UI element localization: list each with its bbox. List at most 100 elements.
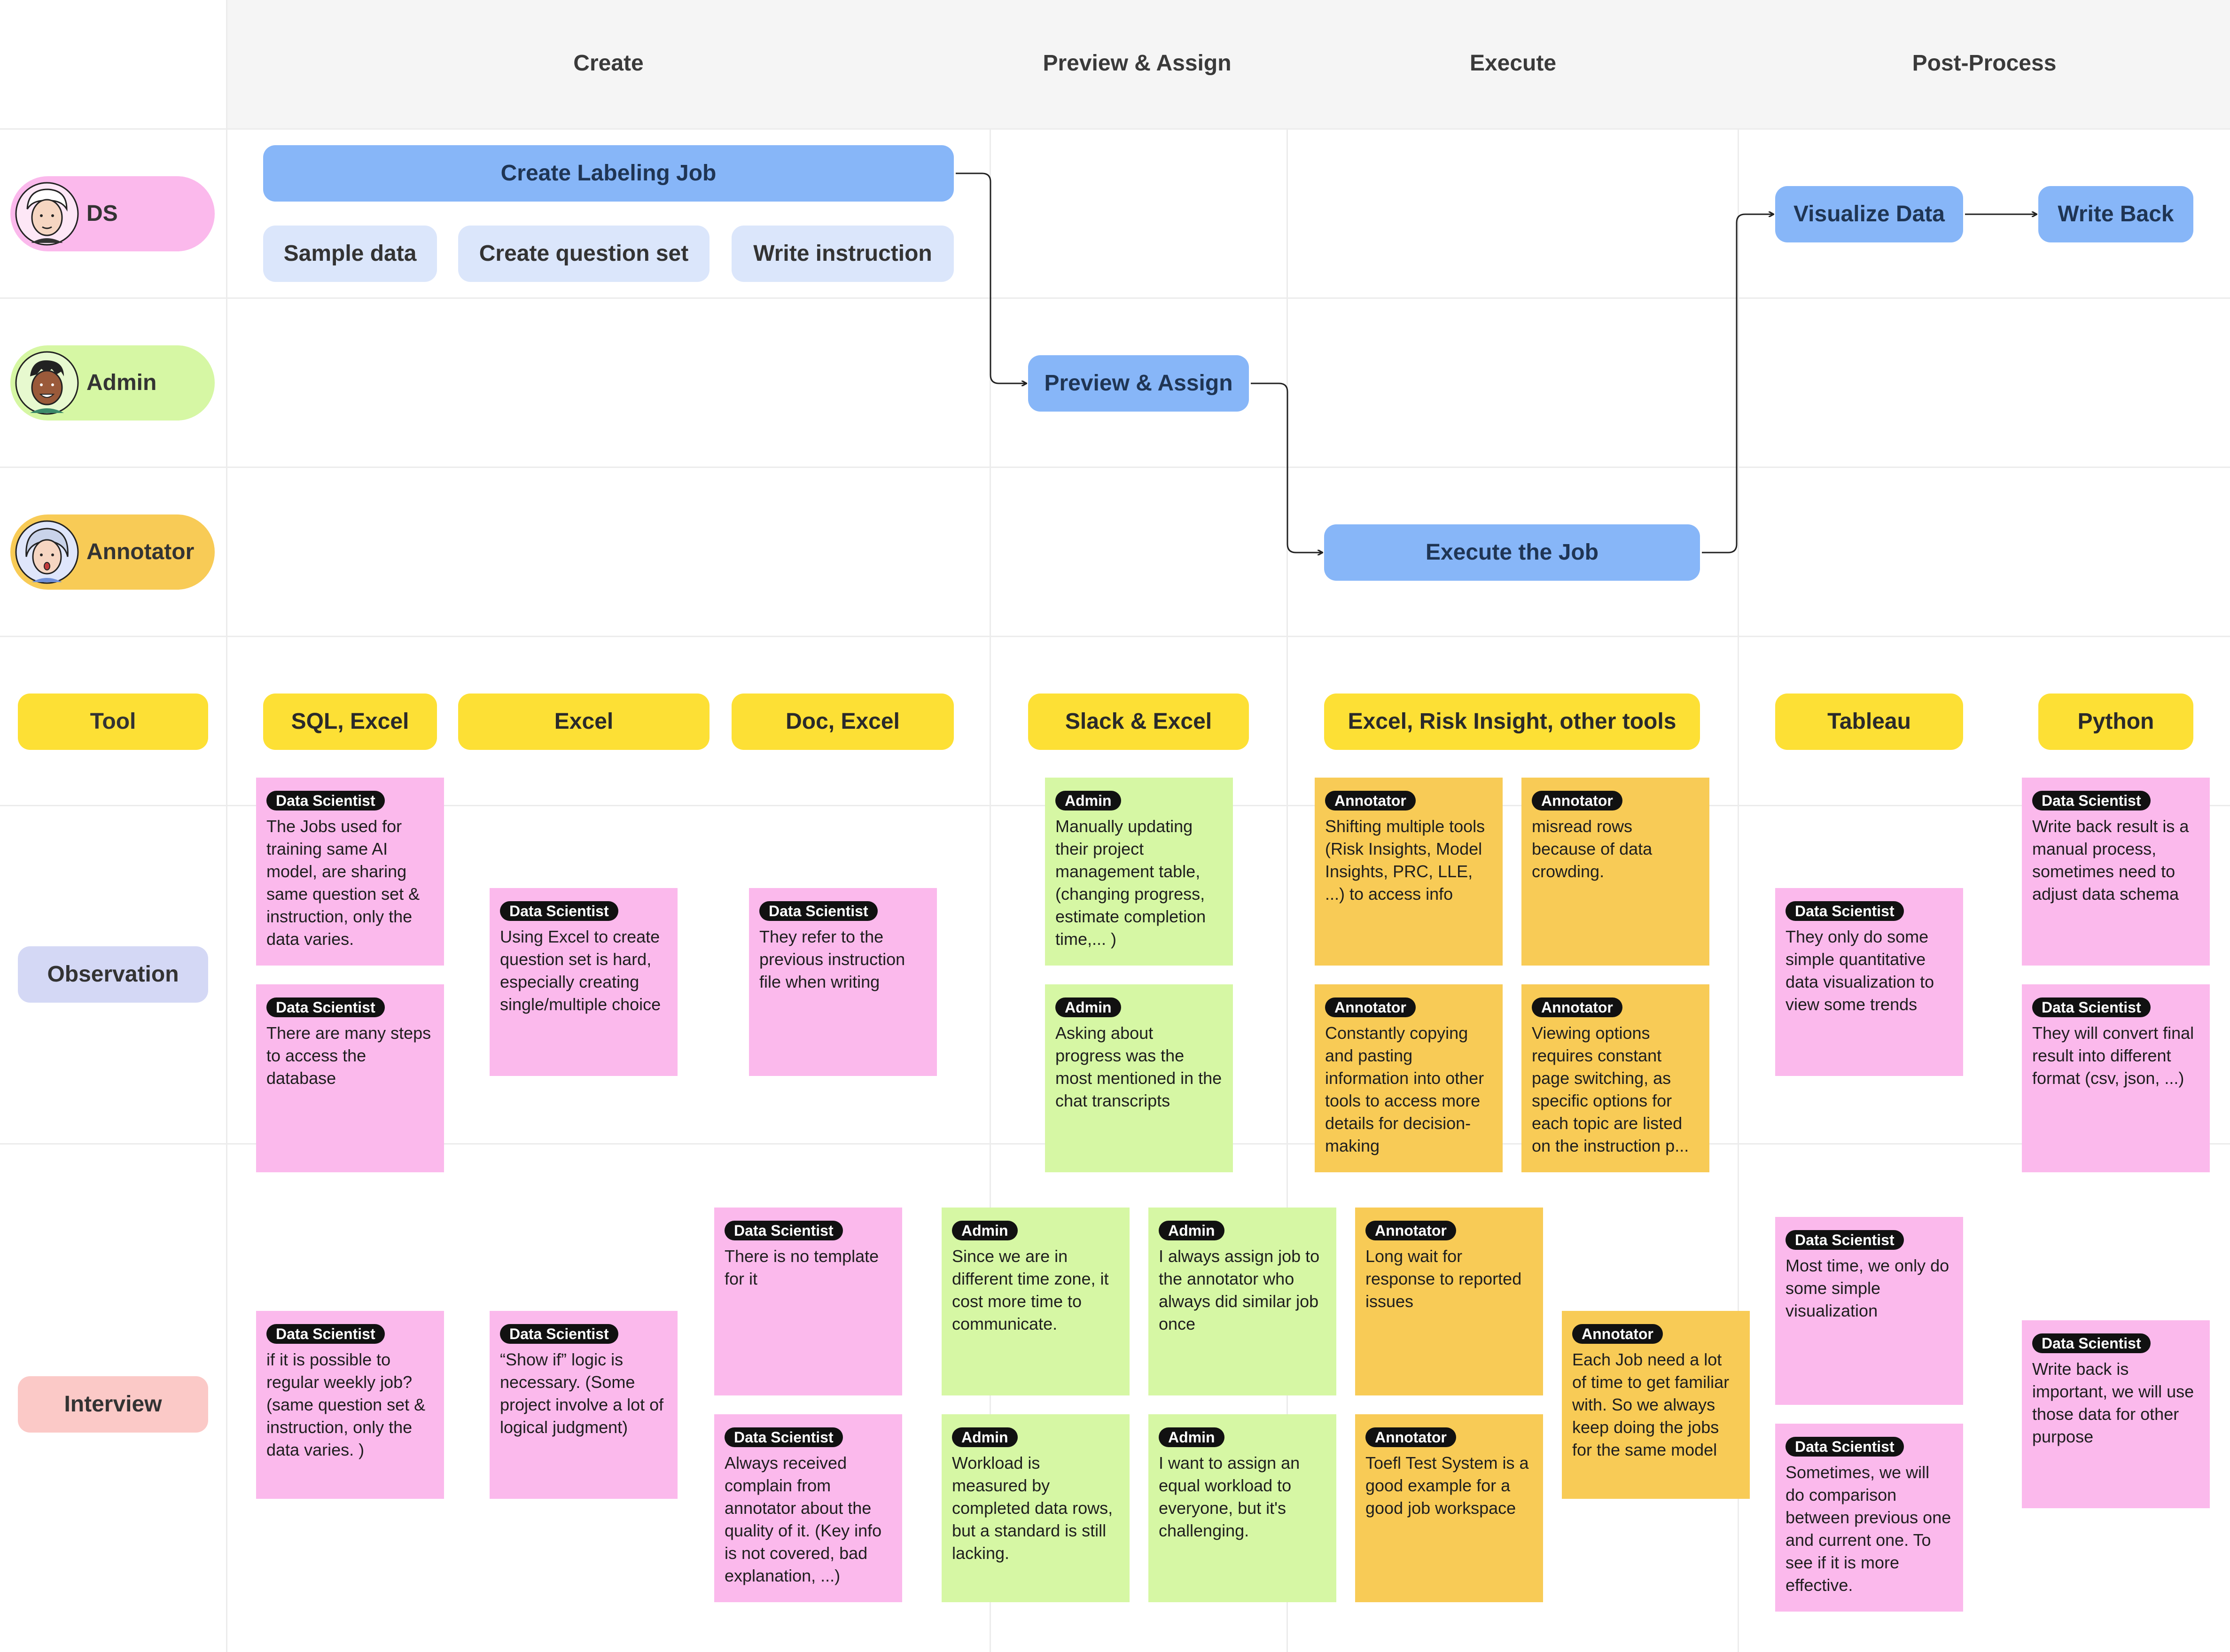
note-text: They only do some simple quantitative da… — [1786, 927, 1934, 1014]
step-write-instruction[interactable]: Write instruction — [732, 226, 954, 282]
lane-ds-label: DS — [86, 201, 118, 226]
note-tag: Annotator — [1532, 791, 1622, 810]
note-tag: Data Scientist — [266, 997, 385, 1017]
note-text: Constantly copying and pasting informati… — [1325, 1023, 1484, 1155]
note-text: if it is possible to regular weekly job?… — [266, 1350, 426, 1459]
lane-annotator: Annotator — [10, 514, 215, 590]
note-text: Write back result is a manual process, s… — [2032, 817, 2189, 904]
step-preview-assign[interactable]: Preview & Assign — [1028, 355, 1249, 412]
note-tag: Data Scientist — [1786, 1230, 1904, 1250]
step-write-back[interactable]: Write Back — [2038, 186, 2193, 242]
note-text: Sometimes, we will do comparison between… — [1786, 1463, 1951, 1595]
note-text: There are many steps to access the datab… — [266, 1023, 431, 1088]
tool-excel: Excel — [458, 694, 710, 750]
note-text: They refer to the previous instruction f… — [759, 927, 905, 991]
ds-avatar-icon — [15, 182, 79, 246]
column-divider — [1738, 128, 1739, 1652]
note-tag: Data Scientist — [725, 1221, 843, 1240]
note-tag: Admin — [1055, 997, 1121, 1017]
row-label-tool: Tool — [18, 694, 208, 750]
row-label-observation: Observation — [18, 946, 208, 1003]
note-tag: Admin — [1055, 791, 1121, 810]
note-tag: Annotator — [1325, 791, 1416, 810]
note-tag: Data Scientist — [266, 791, 385, 810]
row-divider — [0, 467, 2230, 468]
step-execute-the-job[interactable]: Execute the Job — [1324, 524, 1700, 581]
note-tag: Data Scientist — [500, 901, 618, 921]
note-tag: Data Scientist — [759, 901, 878, 921]
row-divider — [0, 128, 2230, 130]
note-text: Viewing options requires constant page s… — [1532, 1023, 1689, 1155]
note-tag: Admin — [952, 1221, 1018, 1240]
note-tag: Data Scientist — [266, 1324, 385, 1344]
step-create-question-set[interactable]: Create question set — [458, 226, 710, 282]
phase-preview-assign: Preview & Assign — [1043, 51, 1232, 76]
note-tag: Data Scientist — [1786, 1437, 1904, 1457]
note-text: Shifting multiple tools (Risk Insights, … — [1325, 817, 1485, 904]
note-text: Each Job need a lot of time to get famil… — [1572, 1350, 1730, 1459]
note-tag: Data Scientist — [725, 1427, 843, 1447]
column-divider — [990, 128, 991, 1652]
note-tag: Admin — [952, 1427, 1018, 1447]
lane-admin: Admin — [10, 345, 215, 421]
note-text: Most time, we only do some simple visual… — [1786, 1256, 1949, 1320]
row-label-interview: Interview — [18, 1376, 208, 1433]
note-text: Always received complain from annotator … — [725, 1453, 882, 1585]
note-tag: Annotator — [1532, 997, 1622, 1017]
note-text: “Show if” logic is necessary. (Some proj… — [500, 1350, 664, 1437]
note-text: Toefl Test System is a good example for … — [1365, 1453, 1529, 1518]
note-tag: Data Scientist — [2032, 997, 2151, 1017]
note-text: Using Excel to create question set is ha… — [500, 927, 661, 1014]
lane-ds: DS — [10, 176, 215, 251]
note-text: They will convert final result into diff… — [2032, 1023, 2194, 1088]
note-text: Workload is measured by completed data r… — [952, 1453, 1113, 1563]
annotator-avatar-icon — [15, 520, 79, 584]
step-sample-data[interactable]: Sample data — [263, 226, 437, 282]
phase-create: Create — [573, 51, 644, 76]
note-tag: Data Scientist — [2032, 1333, 2151, 1353]
tool-excel-risk-insight: Excel, Risk Insight, other tools — [1324, 694, 1700, 750]
note-text: Since we are in different time zone, it … — [952, 1247, 1109, 1333]
note-text: Manually updating their project manageme… — [1055, 817, 1206, 949]
phase-header-band — [227, 0, 2230, 128]
note-text: Asking about progress was the most menti… — [1055, 1023, 1222, 1110]
sticky-note: Data Scientist if it is possible to regul… — [256, 1311, 444, 1499]
note-text: I want to assign an equal workload to ev… — [1159, 1453, 1300, 1540]
step-visualize-data[interactable]: Visualize Data — [1775, 186, 1963, 242]
column-divider — [1287, 128, 1288, 1652]
tool-sql-excel: SQL, Excel — [263, 694, 437, 750]
sticky-note: Data Scientist“Show if” logic is necessa… — [490, 1311, 678, 1499]
note-tag: Annotator — [1365, 1427, 1456, 1447]
tool-python: Python — [2038, 694, 2193, 750]
connector-create-to-preview — [956, 172, 1026, 383]
step-create-labeling-job[interactable]: Create Labeling Job — [263, 145, 954, 202]
note-tag: Data Scientist — [2032, 791, 2151, 810]
lane-admin-label: Admin — [86, 370, 157, 395]
tool-slack-excel: Slack & Excel — [1028, 694, 1249, 750]
note-text: Long wait for response to reported issue… — [1365, 1247, 1522, 1311]
note-text: I always assign job to the annotator who… — [1159, 1247, 1320, 1333]
phase-post-process: Post-Process — [1912, 51, 2057, 76]
column-divider — [226, 0, 227, 1652]
lane-annotator-label: Annotator — [86, 539, 195, 564]
note-tag: Annotator — [1325, 997, 1416, 1017]
